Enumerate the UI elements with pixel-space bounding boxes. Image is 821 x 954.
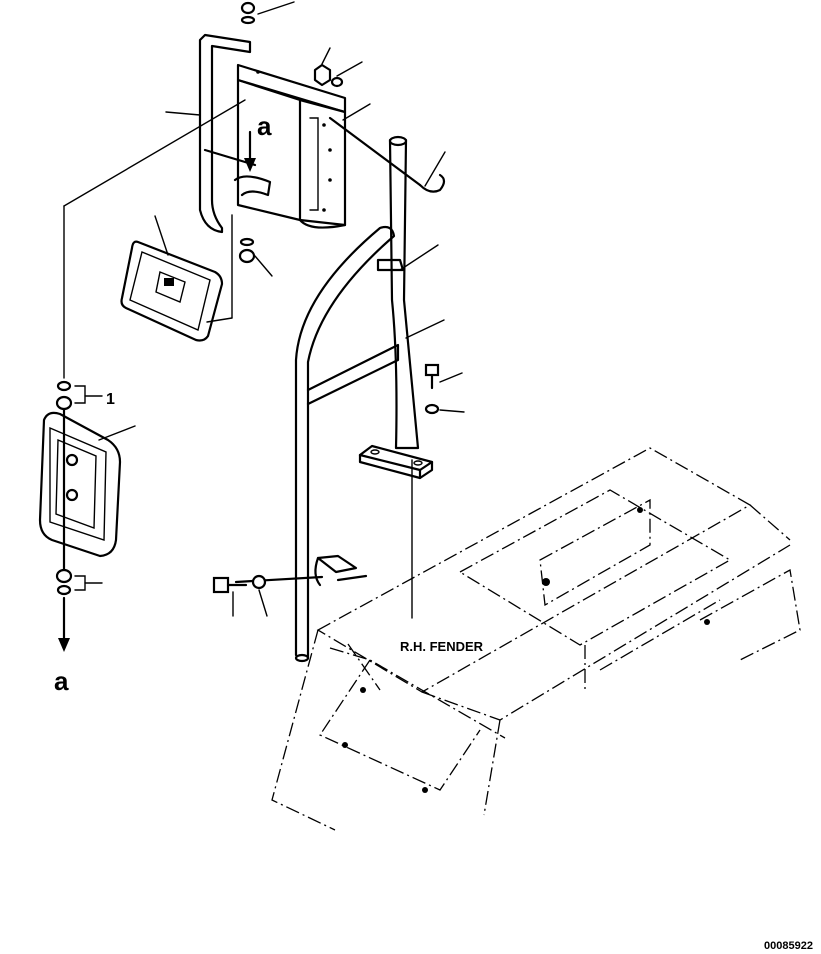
- leader-lines: [98, 103, 465, 617]
- fender-label: R.H. FENDER: [400, 639, 484, 654]
- drawing-code: 00085922: [764, 940, 813, 952]
- nut-washer-side: [313, 47, 363, 88]
- guard-tube: [294, 225, 400, 663]
- rh-fender: R.H. FENDER: [271, 447, 801, 831]
- reference-arrow-top: a: [244, 111, 272, 172]
- small-mirror: [120, 240, 224, 342]
- reference-label-a-top: a: [257, 111, 272, 141]
- bolt-washer-stay: [424, 363, 440, 415]
- item-number-label: 1: [106, 391, 115, 408]
- mounting-line: [63, 99, 246, 207]
- mirror-bracket: [198, 33, 347, 234]
- reference-label-a-bottom: a: [54, 666, 69, 696]
- guard-bracket: [212, 554, 368, 594]
- reference-arrow-bottom: a: [54, 596, 70, 696]
- large-mirror: 1: [38, 380, 122, 596]
- hook-bolt: [328, 116, 446, 193]
- mirror-stay: [358, 135, 434, 480]
- nut-washer-lower: [238, 237, 273, 277]
- nut-washer-top: [240, 1, 295, 25]
